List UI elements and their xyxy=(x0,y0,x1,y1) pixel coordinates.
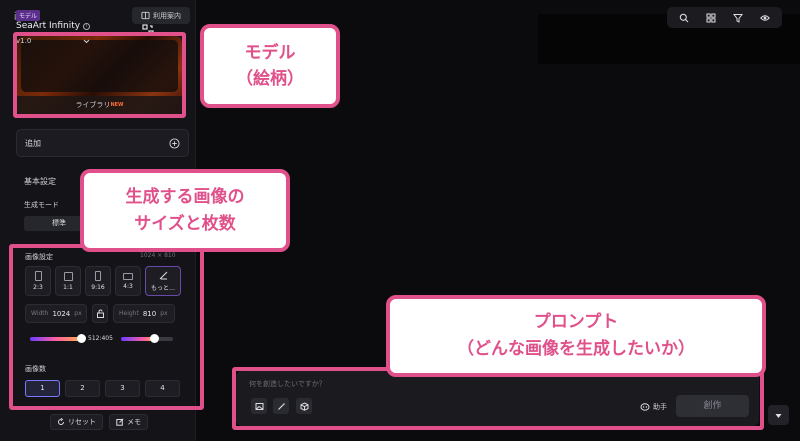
callout-line: モデル xyxy=(244,43,296,63)
basic-settings-label: 基本設定 xyxy=(24,177,56,186)
model-card[interactable]: ライブラリNEW xyxy=(17,36,182,114)
info-icon[interactable]: i xyxy=(83,22,91,30)
callout-line: （どんな画像を生成したいか） xyxy=(457,339,695,359)
new-tag: NEW xyxy=(110,102,124,108)
callout-line: 生成する画像の xyxy=(125,186,245,207)
ratio-4-3[interactable]: 4:3 xyxy=(115,266,141,296)
size-highlight xyxy=(9,244,204,410)
ratio-9-16[interactable]: 9:16 xyxy=(85,266,111,296)
prompt-callout: プロンプト （どんな画像を生成したいか） xyxy=(386,295,766,377)
ratio-label: もっと… xyxy=(150,284,175,292)
image-settings-label: 画像設定 xyxy=(25,253,53,261)
callout-line: （絵柄） xyxy=(236,69,304,89)
height-unit: px xyxy=(160,310,168,317)
model-name-text: SeaArt Infinity xyxy=(16,21,81,31)
memo-label: メモ xyxy=(127,418,141,426)
width-unit: px xyxy=(74,310,82,317)
bottom-actions: リセット メモ xyxy=(50,414,148,430)
model-highlight xyxy=(13,32,186,118)
ruler-icon xyxy=(159,271,167,279)
ratio-label: 9:16 xyxy=(91,284,105,291)
library-button[interactable]: ライブラリNEW xyxy=(17,96,182,114)
image-count-label: 画像数 xyxy=(25,365,46,373)
width-value: 1024 xyxy=(52,309,71,318)
dimension-readout: 1024 × 810 xyxy=(140,252,176,259)
ratio-9-16-icon xyxy=(95,271,101,281)
ratio-more[interactable]: もっと… xyxy=(145,266,181,296)
eye-icon[interactable] xyxy=(759,13,770,23)
aspect-ratio-group: 2:3 1:1 9:16 4:3 もっと… xyxy=(25,266,181,296)
ratio-1-1-icon xyxy=(63,271,73,281)
magic-wand-tool[interactable] xyxy=(273,398,289,414)
prompt-input[interactable]: 何を創造したいですか？ xyxy=(249,380,326,388)
assistant-label: 助手 xyxy=(653,403,667,411)
image-count-group: 1 2 3 4 xyxy=(25,380,180,397)
cube-tool[interactable] xyxy=(296,398,312,414)
create-button[interactable]: 創作 xyxy=(676,395,749,417)
ratio-slider-value: 512:405 xyxy=(88,335,113,342)
grid-icon[interactable] xyxy=(706,13,716,23)
magic-wand-icon xyxy=(277,402,285,410)
cube-icon xyxy=(300,401,308,411)
prompt-box xyxy=(236,371,759,426)
ratio-4-3-icon xyxy=(123,272,133,280)
ratio-2-3-icon xyxy=(34,271,42,281)
image-icon xyxy=(255,402,263,410)
count-option[interactable]: 3 xyxy=(105,380,140,397)
reset-button[interactable]: リセット xyxy=(50,414,103,430)
search-icon[interactable] xyxy=(679,13,689,23)
model-version-text: v1.0 xyxy=(16,37,32,45)
mode-standard-button[interactable]: 標準 xyxy=(24,216,94,231)
count-option[interactable]: 1 xyxy=(25,380,60,397)
ratio-label: 2:3 xyxy=(33,284,43,291)
assistant-toggle[interactable]: 助手 xyxy=(640,402,667,412)
model-info-panel xyxy=(21,40,178,92)
lock-ratio-button[interactable] xyxy=(92,304,108,323)
width-label: Width xyxy=(31,310,49,317)
size-slider-track[interactable] xyxy=(121,337,173,341)
count-option[interactable]: 2 xyxy=(65,380,100,397)
chevron-down-icon xyxy=(83,39,90,43)
lock-icon xyxy=(96,309,104,318)
model-name: SeaArt Infinity i xyxy=(16,21,91,31)
assistant-icon xyxy=(640,403,650,411)
height-value: 810 xyxy=(142,309,157,318)
ratio-label: 1:1 xyxy=(63,283,73,291)
reset-icon xyxy=(58,418,64,425)
add-row[interactable]: 追加 xyxy=(16,129,189,157)
ratio-label: 4:3 xyxy=(123,282,133,290)
ratio-2-3[interactable]: 2:3 xyxy=(25,266,51,296)
model-callout: モデル （絵柄） xyxy=(200,24,340,108)
edit-icon xyxy=(116,418,124,426)
size-slider-handle[interactable] xyxy=(150,334,159,343)
image-upload-tool[interactable] xyxy=(251,398,267,414)
collapse-button[interactable] xyxy=(768,405,789,425)
generation-mode-label: 生成モード xyxy=(24,201,59,209)
library-label: ライブラリ xyxy=(75,101,111,109)
reset-label: リセット xyxy=(68,418,96,426)
callout-line: サイズと枚数 xyxy=(134,213,236,234)
usage-guide-button[interactable]: 利用案内 xyxy=(132,7,190,24)
count-option[interactable]: 4 xyxy=(145,380,180,397)
filter-icon[interactable] xyxy=(732,13,743,23)
book-icon xyxy=(141,11,150,20)
caret-down-icon xyxy=(775,413,782,418)
model-version-select[interactable]: v1.0 xyxy=(16,35,96,47)
size-callout: 生成する画像の サイズと枚数 xyxy=(80,169,290,252)
callout-line: プロンプト xyxy=(533,312,619,332)
ratio-slider-track[interactable] xyxy=(30,337,82,341)
top-toolbar xyxy=(667,7,782,28)
add-label: 追加 xyxy=(25,138,41,148)
height-label: Height xyxy=(119,310,139,317)
memo-button[interactable]: メモ xyxy=(109,414,148,430)
plus-circle-icon xyxy=(169,137,180,149)
model-badge: モデル xyxy=(16,10,41,21)
ratio-slider-handle[interactable] xyxy=(77,334,86,343)
ratio-1-1[interactable]: 1:1 xyxy=(55,266,81,296)
usage-guide-label: 利用案内 xyxy=(153,11,181,20)
